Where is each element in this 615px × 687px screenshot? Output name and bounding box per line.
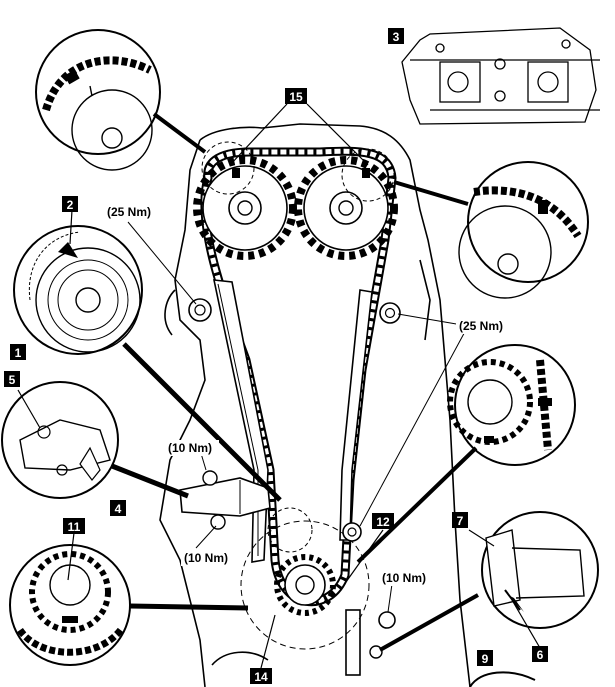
chain-tensioner — [179, 470, 271, 530]
svg-text:11: 11 — [68, 520, 81, 534]
torque-label-tensioner-top: (10 Nm) — [168, 441, 212, 455]
leader-15-a — [229, 103, 288, 166]
detail-crank-pulley — [13, 225, 143, 355]
svg-text:1: 1 — [15, 346, 22, 360]
leader-5 — [17, 389, 41, 429]
svg-text:7: 7 — [457, 514, 464, 528]
callout-9: 9 — [477, 650, 493, 666]
svg-text:5: 5 — [9, 373, 16, 387]
leader-top-left — [152, 112, 207, 154]
detail-lower-right — [481, 511, 599, 629]
callout-12: 12 — [372, 513, 394, 529]
torque-bg-5 — [379, 570, 433, 586]
bolt-upper-right — [379, 302, 401, 324]
torque-leaders — [127, 221, 469, 613]
bolt-upper-left — [188, 298, 212, 322]
mark-circle-left-cam — [201, 141, 255, 195]
engine-block-outline — [159, 123, 471, 687]
leader-crank-pulley — [122, 342, 282, 502]
callout-6: 6 — [532, 646, 548, 662]
svg-text:15: 15 — [289, 90, 303, 104]
leader-tensioner — [111, 463, 189, 499]
torque-bg-2 — [456, 318, 510, 334]
leader-top-right — [393, 180, 469, 206]
leader-6 — [511, 599, 541, 649]
bolt-guide-right — [342, 522, 362, 542]
leader-15-b — [306, 103, 369, 166]
svg-text:12: 12 — [376, 515, 390, 529]
leader-12 — [345, 529, 384, 583]
torque-label-upper-left: (25 Nm) — [107, 205, 151, 219]
leader-right-middle — [356, 446, 478, 564]
leader-lower-right — [379, 593, 479, 652]
chain-guide-right — [339, 289, 373, 541]
detail-bottom-right-partial — [469, 671, 536, 687]
detail-crank-sprocket — [9, 544, 131, 666]
callout-14: 14 — [250, 668, 272, 684]
torque-bg-1 — [104, 204, 158, 220]
svg-text:9: 9 — [482, 652, 489, 666]
leader-14 — [260, 614, 276, 669]
torque-bg-4 — [181, 550, 235, 566]
crankshaft-sprocket — [240, 507, 370, 650]
svg-text:4: 4 — [115, 502, 122, 516]
leader-7 — [468, 529, 495, 547]
callout-11: 11 — [63, 518, 85, 534]
callout-1: 1 — [10, 344, 26, 360]
callout-4: 4 — [110, 500, 126, 516]
detail-cylinder-head — [401, 27, 600, 125]
chain-guide-lower-right — [345, 609, 361, 676]
svg-text:6: 6 — [537, 648, 544, 662]
torque-label-guide-lower: (10 Nm) — [382, 571, 426, 585]
mark-circle-right-cam — [341, 148, 395, 202]
callout-15: 15 — [285, 88, 307, 104]
bolt-guide-lower — [369, 611, 396, 659]
detail-right-middle — [447, 344, 576, 466]
torque-label-tensioner-bottom: (10 Nm) — [184, 551, 228, 565]
leader-crank-sprocket — [129, 603, 249, 611]
svg-text:2: 2 — [67, 198, 74, 212]
camshaft-sprocket-left — [193, 156, 297, 260]
callout-3: 3 — [388, 28, 404, 44]
callout-7: 7 — [452, 512, 468, 528]
camshaft-sprocket-right — [294, 156, 398, 260]
leader-2 — [69, 209, 73, 245]
torque-label-upper-right: (25 Nm) — [459, 319, 503, 333]
callout-5: 5 — [4, 371, 20, 387]
svg-text:14: 14 — [254, 670, 268, 684]
detail-tensioner — [1, 381, 119, 499]
callout-2: 2 — [62, 196, 78, 212]
torque-bg-3 — [165, 440, 219, 456]
svg-text:3: 3 — [393, 30, 400, 44]
detail-top-right — [458, 161, 589, 299]
detail-top-left — [35, 29, 161, 171]
leader-11 — [67, 532, 75, 581]
